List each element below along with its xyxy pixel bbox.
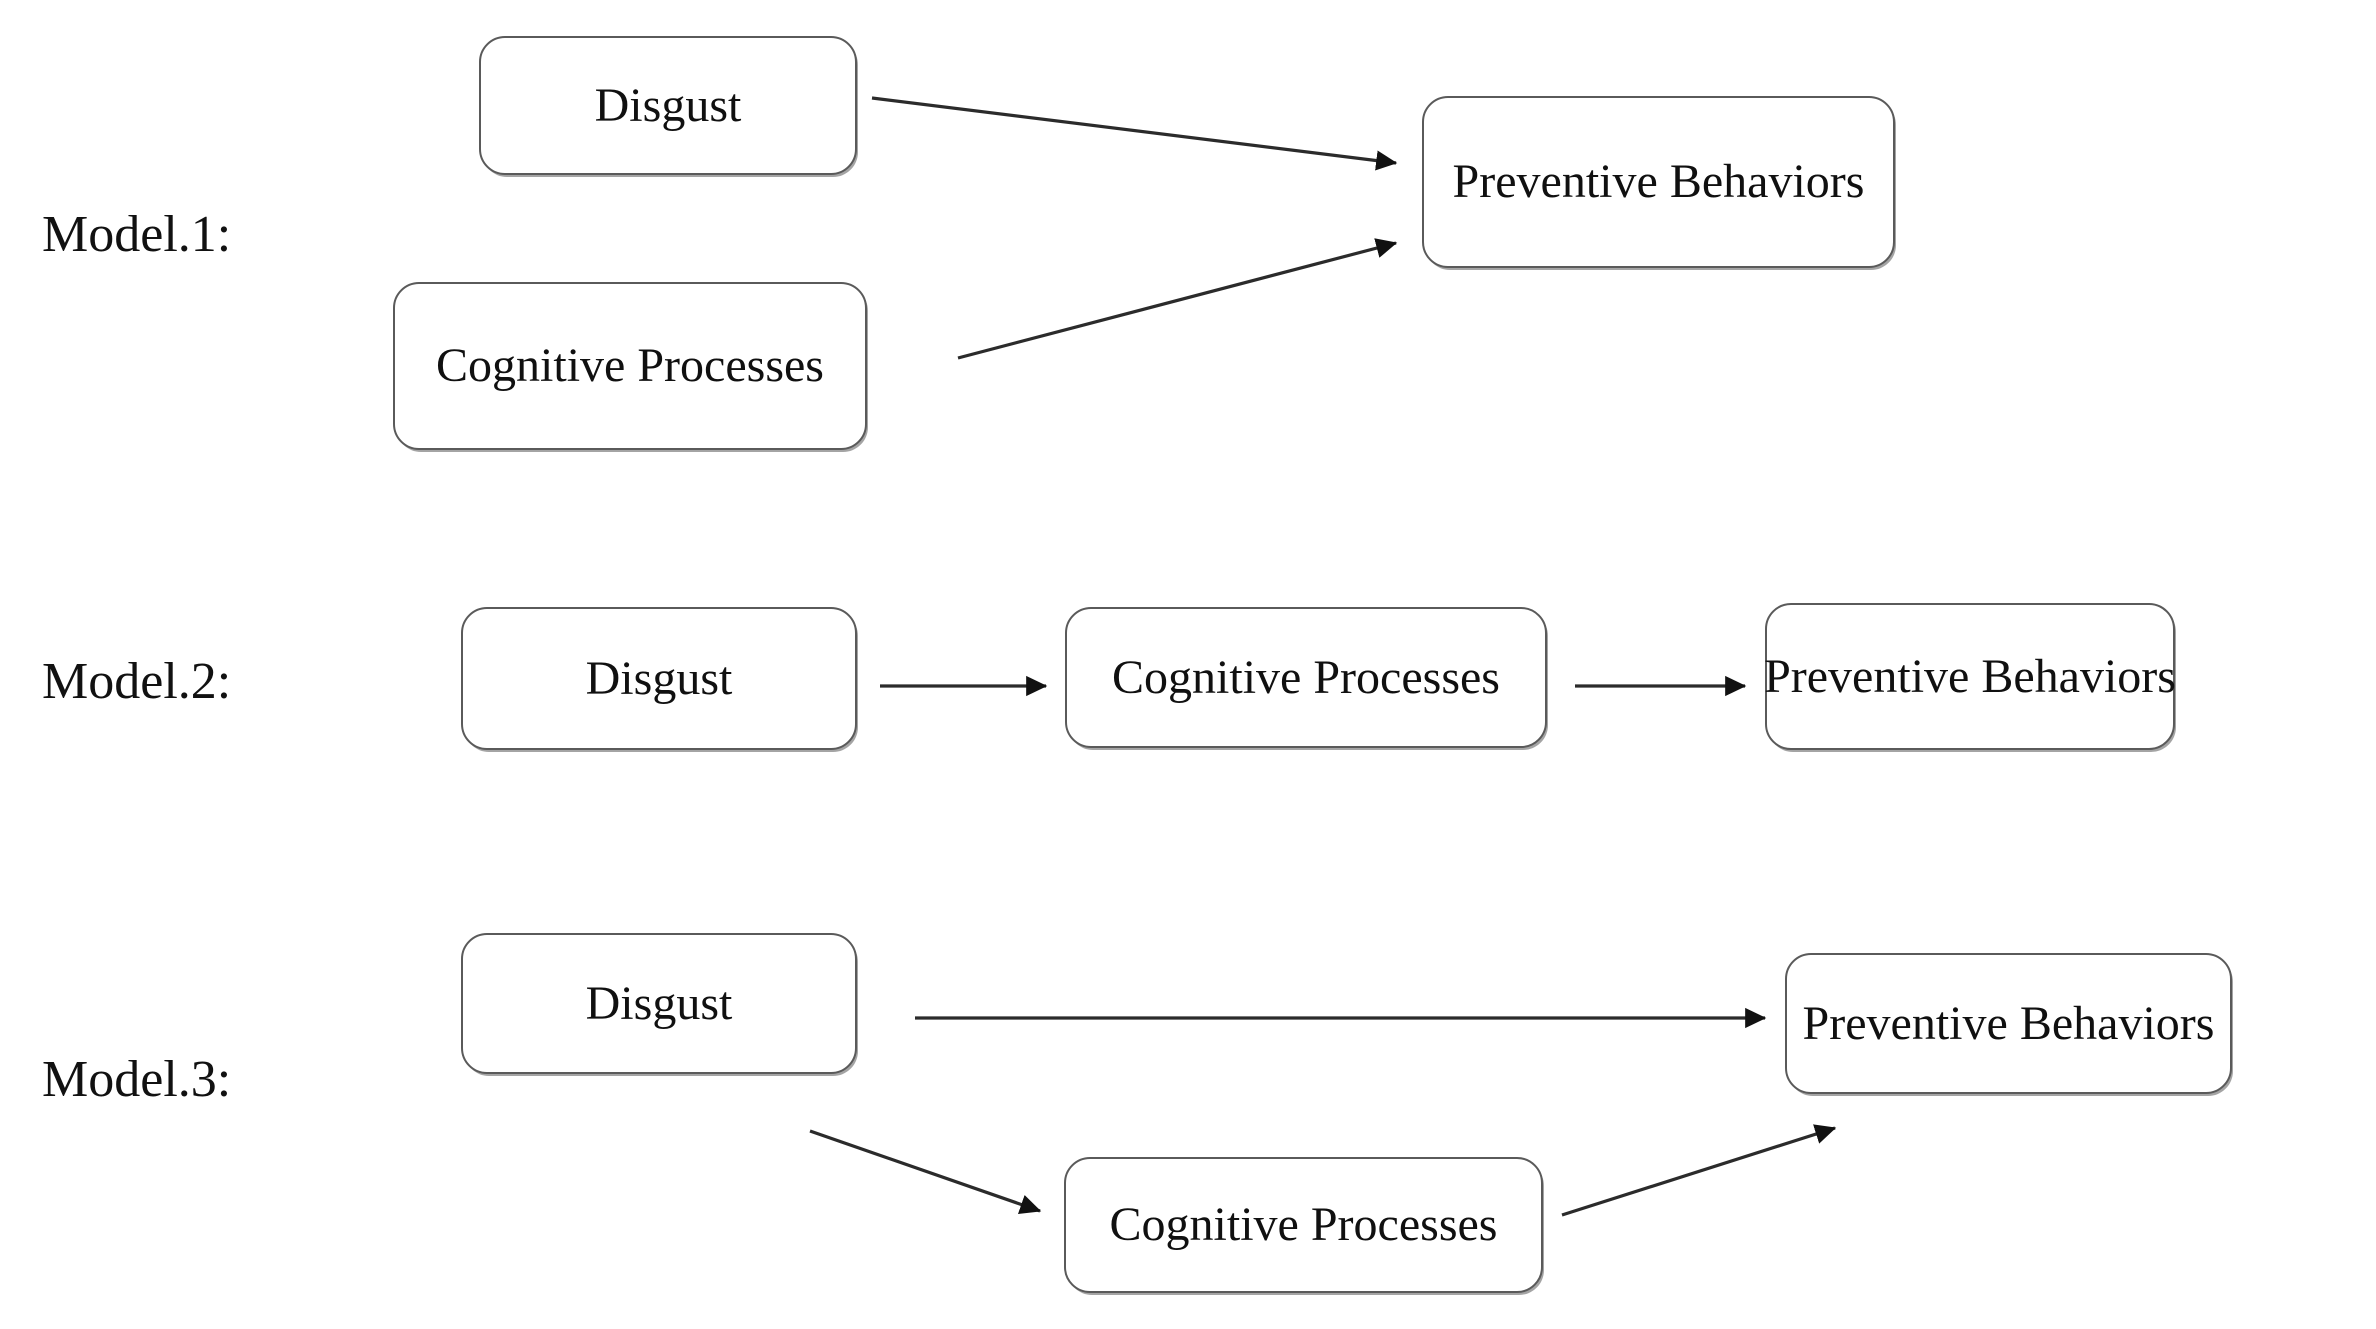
model-2-label: Model.2: [42,653,232,710]
node-m3-cognitive-processes-label: Cognitive Processes [1109,1198,1498,1251]
node-m1-disgust-label: Disgust [594,78,742,132]
node-m3-disgust[interactable]: Disgust [461,933,857,1074]
node-m1-preventive-behaviors-label: Preventive Behaviors [1452,155,1865,208]
node-m2-cognitive-processes-label: Cognitive Processes [1112,650,1500,704]
node-m2-disgust-label: Disgust [585,651,733,705]
node-m2-preventive-behaviors[interactable]: Preventive Behaviors [1764,603,2176,750]
node-m2-cognitive-processes[interactable]: Cognitive Processes [1065,607,1547,748]
model-1-label: Model.1: [42,206,232,263]
node-m2-preventive-behaviors-label: Preventive Behaviors [1764,649,2176,703]
node-m3-cognitive-processes[interactable]: Cognitive Processes [1064,1157,1543,1293]
arrow-m3-disgust-to-cognitive [809,1129,1042,1215]
node-m1-disgust[interactable]: Disgust [479,36,857,175]
node-m1-cognitive-processes[interactable]: Cognitive Processes [393,282,867,450]
arrow-m3-cognitive-to-preventive [1561,1124,1837,1217]
arrow-m1-cognitive-to-preventive [957,238,1398,360]
model-3-label: Model.3: [42,1051,232,1108]
node-m2-disgust[interactable]: Disgust [461,607,857,750]
node-m3-preventive-behaviors-label: Preventive Behaviors [1802,996,2215,1050]
arrow-m1-disgust-to-preventive [871,96,1398,171]
node-m1-preventive-behaviors[interactable]: Preventive Behaviors [1422,96,1895,268]
node-m3-preventive-behaviors[interactable]: Preventive Behaviors [1785,953,2232,1094]
node-m1-cognitive-processes-label: Cognitive Processes [436,339,824,392]
node-m3-disgust-label: Disgust [585,976,733,1030]
